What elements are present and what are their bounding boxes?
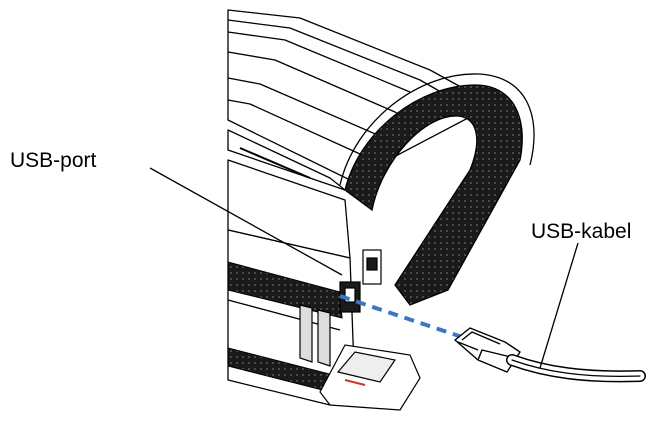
connection-guide-line: [339, 294, 463, 339]
usb-port: [299, 249, 382, 367]
usb-kabel-label: USB-kabel: [531, 220, 632, 243]
printer-bottom-band: [227, 261, 347, 397]
printer-handle: [339, 73, 535, 306]
usb-cable: [506, 354, 646, 383]
usb-cable-plug: [454, 327, 521, 373]
usb-kabel-leader-line: [539, 242, 579, 369]
port-cover-flap: [319, 344, 421, 411]
usb-port-leader-line: [149, 167, 343, 276]
usb-port-label: USB-port: [10, 149, 97, 172]
